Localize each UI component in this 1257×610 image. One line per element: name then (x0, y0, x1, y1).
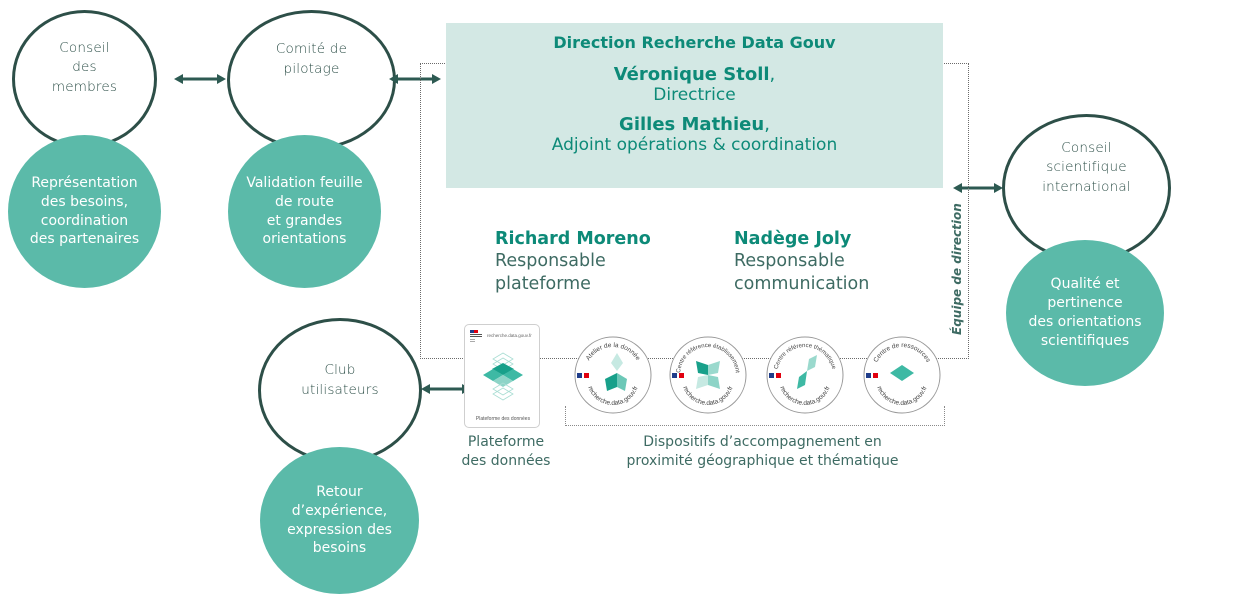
conseil-scientifique-line: Conseil (1061, 139, 1112, 156)
centre-etablissement-badge-icon: Centre référence établissement recherche… (669, 336, 747, 414)
role-line: des partenaires (29, 231, 140, 248)
staff-name: Richard Moreno (495, 229, 651, 249)
role-line: coordination (40, 212, 129, 229)
plateforme-caption: Plateforme des données (452, 433, 560, 471)
arrow-membres-pilotage (174, 73, 226, 85)
director-name: Véronique Stoll (613, 64, 770, 85)
staff-role-line: Responsable (495, 251, 606, 272)
comite-pilotage-role-circle: Validation feuille de route et grandes o… (228, 135, 381, 288)
role-line: Validation feuille (246, 174, 363, 191)
caption-line: des données (461, 452, 551, 469)
director-role: Directrice (653, 84, 736, 105)
role-line: des orientations (1028, 314, 1142, 330)
double-arrow-icon (953, 183, 1003, 193)
caption-line: Dispositifs d’accompagnement en (643, 434, 882, 450)
comite-pilotage-line: Comité de (275, 41, 348, 58)
conseil-membres-role-circle: Représentation des besoins, coordination… (8, 135, 161, 288)
card-footer-text: Plateforme des données (476, 416, 531, 422)
conseil-membres-line: membres (51, 78, 118, 95)
badge-atelier-donnee[interactable]: Atelier de la donnée recherche.data.gouv… (573, 335, 653, 415)
club-utilisateurs-circle: Club utilisateurs (258, 318, 422, 463)
conseil-scientifique-role-circle: Qualité et pertinence des orientations s… (1006, 240, 1164, 386)
conseil-membres-circle: Conseil des membres (12, 10, 157, 148)
staff-role-line: communication (734, 273, 870, 294)
club-utilisateurs-role-circle: Retour d’expérience, expression des beso… (260, 447, 419, 594)
badge-centre-ressources[interactable]: Centre de ressources recherche.data.gouv… (862, 335, 942, 415)
role-line: expression des (287, 521, 392, 538)
badge-centre-reference-etablissement[interactable]: Centre référence établissement recherche… (668, 335, 748, 415)
caption-line: proximité géographique et thématique (626, 452, 899, 469)
plateforme-logo-icon: recherche.data.gouv.fr Plateforme des do… (470, 330, 532, 422)
plateforme-card[interactable]: recherche.data.gouv.fr Plateforme des do… (464, 324, 540, 428)
arrow-pilotage-direction (389, 73, 441, 85)
staff-member: Nadège Joly Responsable communication (734, 228, 869, 295)
role-line: pertinence (1047, 295, 1123, 312)
role-line: Qualité et (1050, 276, 1120, 293)
role-line: scientifiques (1040, 332, 1130, 349)
conseil-scientifique-line: international (1042, 178, 1131, 195)
staff-name: Nadège Joly (734, 229, 852, 249)
double-arrow-icon (389, 74, 441, 84)
role-line: et grandes (266, 212, 343, 229)
deputy-name: Gilles Mathieu (619, 114, 765, 136)
staff-member: Richard Moreno Responsable plateforme (495, 228, 651, 295)
dispositifs-caption: Dispositifs d’accompagnement en proximit… (590, 433, 935, 471)
direction-title: Direction Recherche Data Gouv (553, 33, 836, 52)
conseil-scientifique-line: scientifique (1046, 159, 1127, 176)
equipe-direction-label: Équipe de direction (950, 203, 964, 335)
direction-box: Direction Recherche Data Gouv Véronique … (446, 23, 943, 188)
role-line: des besoins, (40, 193, 129, 210)
deputy-role: Adjoint opérations & coordination (551, 134, 838, 155)
centre-ressources-badge-icon: Centre de ressources recherche.data.gouv… (863, 336, 941, 414)
staff-role-line: plateforme (495, 273, 591, 294)
atelier-donnee-badge-icon: Atelier de la donnée recherche.data.gouv… (574, 336, 652, 414)
role-line: besoins (312, 540, 367, 557)
role-line: d’expérience, (291, 502, 388, 519)
comite-pilotage-circle: Comité de pilotage (227, 10, 396, 150)
staff-role-line: Responsable (734, 251, 845, 272)
centre-thematique-badge-icon: Centre référence thématique recherche.da… (766, 336, 844, 414)
role-line: Représentation (31, 174, 138, 191)
dispositifs-bracket (565, 406, 945, 426)
role-line: orientations (262, 231, 347, 248)
conseil-membres-line: des (72, 59, 97, 76)
caption-line: Plateforme (467, 434, 545, 450)
double-arrow-icon (174, 74, 226, 84)
conseil-scientifique-circle: Conseil scientifique international (1002, 114, 1171, 262)
director-suffix: , (769, 64, 776, 85)
role-line: Retour (316, 483, 363, 500)
role-line: de route (275, 193, 334, 210)
club-utilisateurs-line: utilisateurs (301, 381, 379, 398)
card-header-text: recherche.data.gouv.fr (487, 333, 532, 338)
club-utilisateurs-line: Club (324, 361, 356, 378)
badge-centre-reference-thematique[interactable]: Centre référence thématique recherche.da… (765, 335, 845, 415)
comite-pilotage-line: pilotage (283, 61, 340, 77)
deputy-suffix: , (764, 114, 770, 136)
conseil-membres-line: Conseil (59, 39, 110, 56)
arrow-direction-scientifique (953, 182, 1003, 194)
